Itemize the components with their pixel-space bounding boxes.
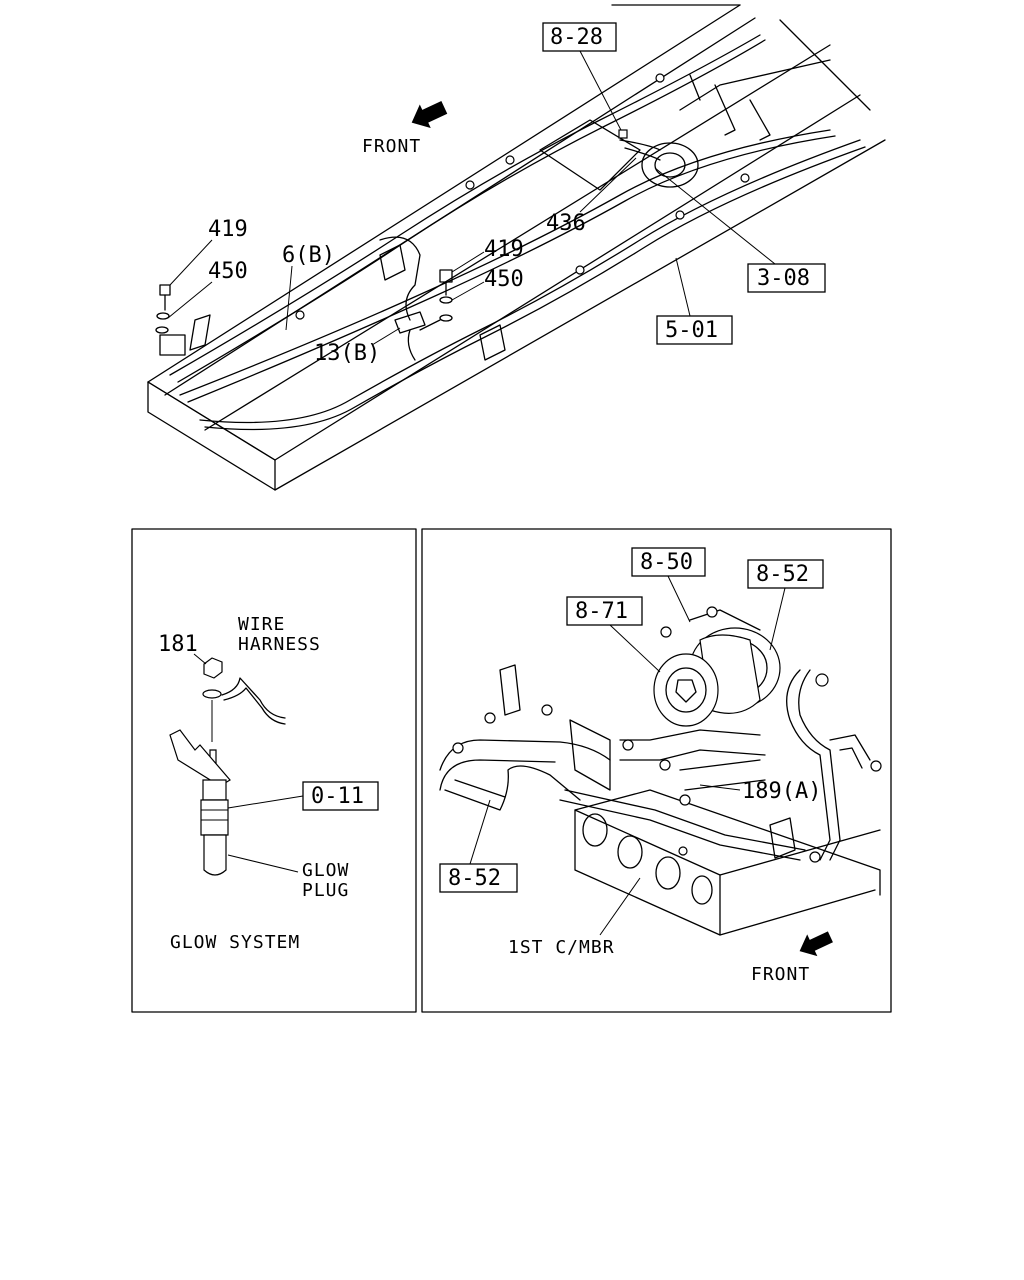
- glow-system-panel: [131, 528, 417, 1013]
- wire-label: WIRE: [238, 614, 285, 635]
- ref-5-01: 5-01: [665, 318, 718, 343]
- front-label-ac: FRONT: [751, 964, 810, 985]
- ref-3-08: 3-08: [757, 266, 810, 291]
- ref-0-11: 0-11: [311, 784, 364, 809]
- part-13b: 13(B): [314, 341, 380, 366]
- nut-icon: [203, 657, 223, 679]
- first-cross-member-label: 1ST C/MBR: [508, 937, 615, 958]
- ref-8-28: 8-28: [550, 25, 603, 50]
- ref-8-52-top: 8-52: [756, 562, 809, 587]
- front-arrow-icon: [411, 101, 448, 129]
- harness-label: HARNESS: [238, 634, 321, 655]
- chassis-frame: [147, 4, 886, 491]
- glow-system-caption: GLOW SYSTEM: [170, 932, 300, 953]
- glow-system-labels: WIRE HARNESS 181 0-11 GLOW PLUG GLOW SYS…: [158, 614, 379, 953]
- washer-icon: [202, 689, 222, 699]
- part-419-center: 419: [484, 237, 524, 262]
- front-label-top: FRONT: [362, 136, 421, 157]
- ac-system-labels: 8-50 8-52 8-71 8-52 189(A) 1ST C/MBR FRO…: [439, 547, 824, 985]
- part-189a: 189(A): [742, 779, 821, 804]
- glow-system-illustration: [169, 657, 286, 876]
- top-labels: FRONT 8-28 3-08 5-01 419 450 6(B) 419 45…: [167, 22, 826, 366]
- part-181: 181: [158, 632, 198, 657]
- part-450-left: 450: [208, 259, 248, 284]
- part-450-center: 450: [484, 267, 524, 292]
- ac-system-illustration: [439, 606, 882, 957]
- part-419-left: 419: [208, 217, 248, 242]
- glow-label: GLOW: [302, 860, 349, 881]
- part-6b: 6(B): [282, 243, 335, 268]
- front-arrow-icon-ac: [799, 931, 833, 957]
- ref-8-52-bottom: 8-52: [448, 866, 501, 891]
- plug-label: PLUG: [302, 880, 349, 901]
- ref-8-50: 8-50: [640, 550, 693, 575]
- ref-8-71: 8-71: [575, 599, 628, 624]
- part-436: 436: [546, 211, 586, 236]
- ac-system-panel: [421, 528, 892, 1013]
